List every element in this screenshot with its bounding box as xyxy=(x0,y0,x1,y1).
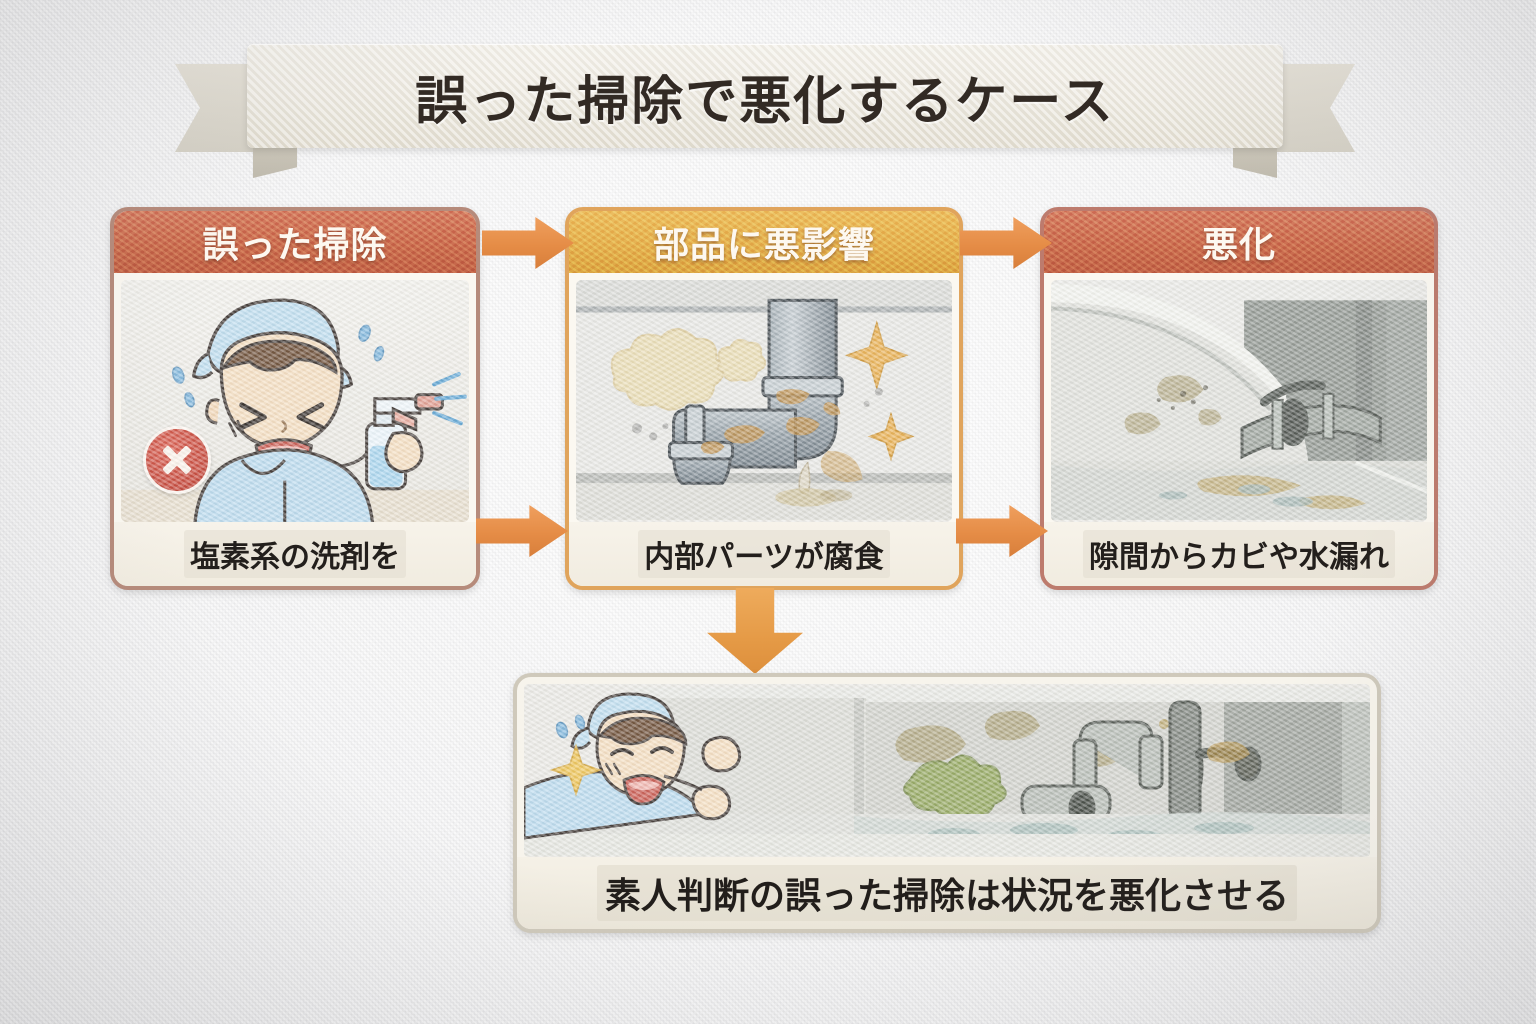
card-1-caption: 塩素系の洗剤を xyxy=(114,522,476,586)
flow-cards-row: 誤った掃除 xyxy=(110,207,1438,590)
card-2-caption-text: 内部パーツが腐食 xyxy=(638,530,890,578)
arrow-right-icon-3 xyxy=(476,505,568,557)
arrow-right-icon-1 xyxy=(482,217,574,269)
arrow-right-icon-2 xyxy=(960,217,1052,269)
prohibited-x-icon xyxy=(143,426,211,494)
arrow-right-icon-4 xyxy=(956,505,1048,557)
card-2-illustration xyxy=(576,280,952,522)
card-3-caption-text: 隙間からカビや水漏れ xyxy=(1083,530,1395,578)
flow-card-wrong-cleaning[interactable]: 誤った掃除 xyxy=(110,207,480,590)
page-title: 誤った掃除で悪化するケース xyxy=(415,72,1115,131)
banner-body: 誤った掃除で悪化するケース xyxy=(247,44,1283,148)
card-1-illustration xyxy=(121,280,469,522)
card-3-illustration xyxy=(1051,280,1427,522)
card-3-header: 悪化 xyxy=(1044,211,1434,273)
card-3-caption: 隙間からカビや水漏れ xyxy=(1044,522,1434,586)
conclusion-illustration xyxy=(524,684,1370,857)
card-1-caption-text: 塩素系の洗剤を xyxy=(184,530,406,578)
card-2-header: 部品に悪影響 xyxy=(569,211,959,273)
conclusion-panel[interactable]: 素人判断の誤った掃除は状況を悪化させる xyxy=(513,673,1381,933)
flow-card-parts-damage[interactable]: 部品に悪影響 xyxy=(565,207,963,590)
card-3-header-texture xyxy=(1044,211,1434,273)
card-1-header-label: 誤った掃除 xyxy=(202,224,388,265)
card-2-caption: 内部パーツが腐食 xyxy=(569,522,959,586)
card-2-header-texture xyxy=(569,211,959,273)
flow-card-worsening[interactable]: 悪化 xyxy=(1040,207,1438,590)
conclusion-caption-text: 素人判断の誤った掃除は状況を悪化させる xyxy=(596,865,1297,921)
card-1-header: 誤った掃除 xyxy=(114,211,476,273)
card-2-header-label: 部品に悪影響 xyxy=(652,224,875,265)
title-banner: 誤った掃除で悪化するケース xyxy=(175,36,1355,178)
card-1-header-texture xyxy=(114,211,476,273)
card-3-header-label: 悪化 xyxy=(1201,224,1276,265)
conclusion-caption: 素人判断の誤った掃除は状況を悪化させる xyxy=(517,857,1377,929)
corroded-pipe-icon xyxy=(576,280,952,520)
under-bathtub-mold-leak-icon xyxy=(1051,280,1427,520)
shocked-cleaner-under-bathtub-icon xyxy=(524,684,1370,856)
